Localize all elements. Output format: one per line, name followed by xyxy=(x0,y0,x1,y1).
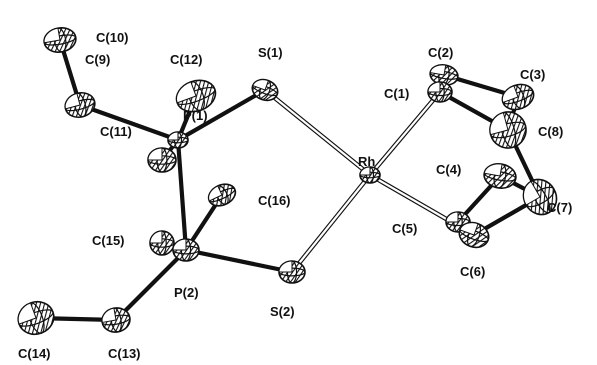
atom-label-c13: C(13) xyxy=(108,346,141,361)
atom-label-p1: P(1) xyxy=(183,108,208,123)
atom-c1 xyxy=(427,81,453,103)
atom-c3 xyxy=(501,83,535,111)
atom-c11 xyxy=(147,147,177,173)
atom-layer xyxy=(17,27,558,336)
atom-label-rh: Rh xyxy=(358,154,375,169)
atom-s1 xyxy=(251,78,279,102)
atom-label-c2: C(2) xyxy=(428,45,453,60)
atom-c4 xyxy=(483,163,517,189)
atom-label-c6: C(6) xyxy=(460,264,485,279)
atom-c10 xyxy=(43,27,77,53)
atom-c9 xyxy=(64,91,96,119)
bond-s2-rh xyxy=(290,173,372,274)
atom-label-c3: C(3) xyxy=(520,67,545,82)
atom-label-p2: P(2) xyxy=(174,285,199,300)
atom-c7 xyxy=(522,178,558,216)
atom-c2 xyxy=(429,64,459,86)
atom-c6 xyxy=(458,221,490,249)
atom-label-c10: C(10) xyxy=(96,30,129,45)
atom-label-c5: C(5) xyxy=(392,221,417,236)
atom-label-c11: C(11) xyxy=(100,124,132,139)
bond-p2-c13 xyxy=(113,247,189,323)
atom-c14 xyxy=(17,300,55,336)
atom-c16 xyxy=(207,183,237,207)
atom-label-c7: C(7) xyxy=(547,200,572,215)
atom-p2 xyxy=(172,238,200,262)
bond-p1-p2 xyxy=(175,137,189,253)
bond-s1-rh xyxy=(263,88,372,177)
bond-p2-s2 xyxy=(183,247,295,275)
atom-c13 xyxy=(101,307,131,333)
atom-c8 xyxy=(489,111,527,149)
atom-rh xyxy=(359,166,381,184)
label-layer: C(10) C(9) C(12) S(1) P(1) C(11) C(16) C(15) P(2… xyxy=(18,30,572,361)
atom-label-c12: C(12) xyxy=(170,52,203,67)
atom-c12 xyxy=(175,79,217,113)
atom-label-c9: C(9) xyxy=(85,52,110,67)
atom-p1 xyxy=(167,131,189,149)
atom-label-c4: C(4) xyxy=(436,162,461,177)
atom-label-c1: C(1) xyxy=(384,86,409,101)
bond-rh-c1 xyxy=(368,90,442,177)
atom-c15 xyxy=(149,230,175,256)
atom-label-s2: S(2) xyxy=(270,304,295,319)
bond-c9-p1 xyxy=(77,102,181,143)
atom-label-c14: C(14) xyxy=(18,346,51,361)
atom-label-c8: C(8) xyxy=(538,124,563,139)
bond-p1-s1 xyxy=(175,87,268,143)
atom-s2 xyxy=(278,260,306,284)
atom-label-c16: C(16) xyxy=(258,193,291,208)
atom-label-s1: S(1) xyxy=(258,45,283,60)
atom-label-c15: C(15) xyxy=(92,233,125,248)
